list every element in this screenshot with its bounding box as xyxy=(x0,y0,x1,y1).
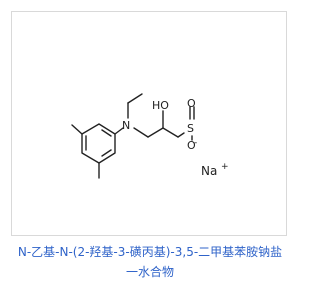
ring-nitrogen-bond xyxy=(114,127,124,135)
compound-name-line-1: N-乙基-N-(2-羟基-3-磺丙基)-3,5-二甲基苯胺钠盐 xyxy=(17,245,283,259)
compound-name-line-2: 一水合物 xyxy=(125,265,174,279)
hydroxyl-label: HO xyxy=(152,99,169,112)
chain-bond-2 xyxy=(147,127,164,138)
oxygen-top-atom: O xyxy=(187,97,196,110)
nitrogen-atom: N xyxy=(122,119,130,132)
chain-sulfur-bond xyxy=(177,132,185,138)
sodium-positive-charge: + xyxy=(221,162,229,172)
ethyl-bond-2 xyxy=(127,93,143,104)
sodium-ion: Na xyxy=(201,164,217,178)
sulfur-atom: S xyxy=(187,122,194,135)
benzene-ring xyxy=(81,123,116,164)
oxygen-bottom-atom: O xyxy=(187,139,196,152)
chain-bond-1 xyxy=(133,127,149,138)
aromatic-double-bond xyxy=(101,129,112,137)
methyl-bond-upper xyxy=(71,124,83,135)
oxygen-negative-charge: - xyxy=(194,138,197,148)
compound-name-caption: N-乙基-N-(2-羟基-3-磺丙基)-3,5-二甲基苯胺钠盐 一水合物 xyxy=(0,242,300,282)
chain-bond-3 xyxy=(162,127,179,138)
chemical-structure-diagram: N HO S O O - Na + xyxy=(71,93,229,179)
aromatic-double-bond xyxy=(101,149,112,157)
structure-frame: N HO S O O - Na + xyxy=(11,11,287,236)
